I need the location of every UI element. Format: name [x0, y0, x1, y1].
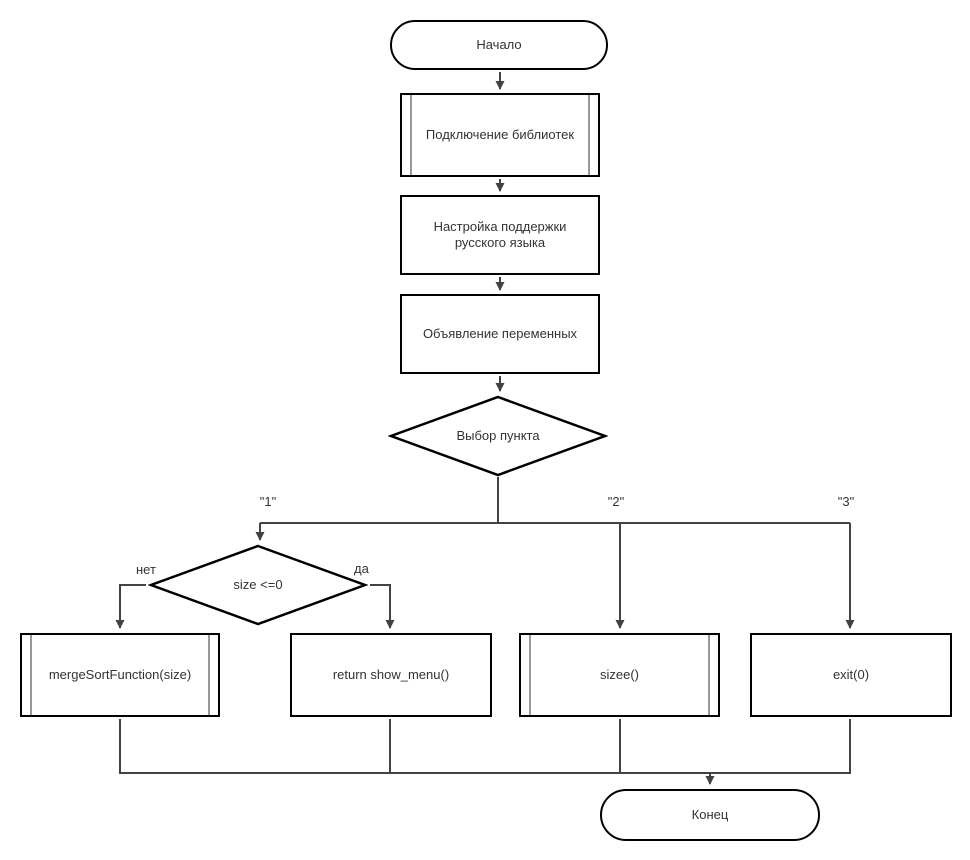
- node-sizee-label: sizee(): [599, 666, 639, 682]
- node-return-menu-label: return show_menu(): [332, 666, 450, 682]
- node-setup-russian-label: Настройка поддержки русского языка: [433, 218, 567, 250]
- node-declare-vars: Объявление переменных: [400, 294, 600, 374]
- node-include-libs-label: Подключение библиотек: [425, 126, 575, 142]
- edge-label-case1: "1": [248, 494, 288, 509]
- edge-yes: [370, 584, 395, 629]
- edge-choice-bus: [260, 477, 850, 524]
- node-exit-label: exit(0): [832, 666, 870, 682]
- edge-label-case3: "3": [826, 494, 866, 509]
- node-return-menu: return show_menu(): [290, 633, 492, 717]
- node-exit: exit(0): [750, 633, 952, 717]
- node-size-check: size <=0: [148, 544, 368, 626]
- edge-no: [115, 584, 146, 629]
- node-start: Начало: [390, 20, 608, 70]
- edge-bottom-bus: [119, 719, 851, 774]
- node-choice: Выбор пункта: [388, 395, 608, 477]
- node-merge-sort-label: mergeSortFunction(size): [48, 666, 192, 682]
- node-start-label: Начало: [476, 36, 522, 52]
- node-sizee: sizee(): [519, 633, 720, 717]
- edge-label-yes: да: [352, 561, 371, 576]
- edge-label-case2: "2": [596, 494, 636, 509]
- node-include-libs: Подключение библиотек: [400, 93, 600, 177]
- node-end-label: Конец: [691, 806, 729, 822]
- edge-label-no: нет: [134, 562, 158, 577]
- node-choice-label: Выбор пункта: [456, 427, 540, 443]
- node-size-check-label: size <=0: [233, 576, 283, 592]
- node-setup-russian: Настройка поддержки русского языка: [400, 195, 600, 275]
- node-end: Конец: [600, 789, 820, 841]
- decision-diamond-shape: [388, 395, 608, 477]
- decision-diamond-shape: [148, 544, 368, 626]
- node-declare-vars-label: Объявление переменных: [422, 325, 578, 341]
- node-merge-sort: mergeSortFunction(size): [20, 633, 220, 717]
